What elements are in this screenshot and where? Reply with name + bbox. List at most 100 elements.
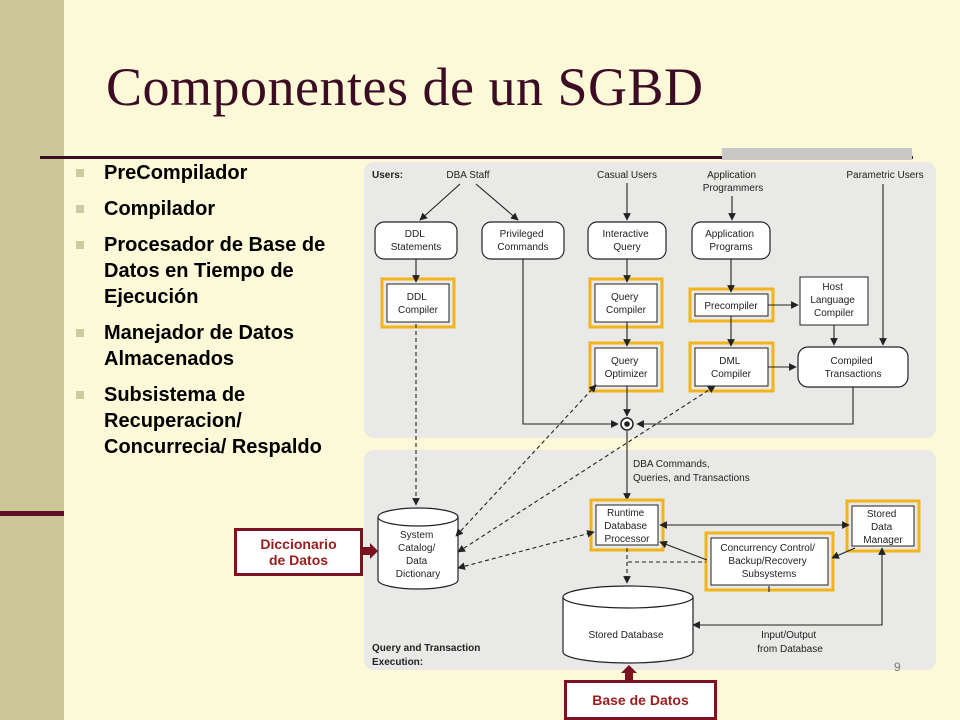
app-programmers-line: Application [707, 170, 756, 181]
text-line: Compiler [814, 308, 855, 319]
bullet-manejador: Manejador de Datos Almacenados [76, 320, 351, 372]
query-compiler-text: Query Compiler [606, 292, 647, 316]
diccionario-callout-text: Diccionario de Datos [260, 536, 336, 568]
application-programs-text: Application Programs [705, 229, 757, 253]
host-language-compiler-text: Host Language Compiler [810, 282, 857, 319]
text-line: Data [406, 556, 428, 567]
application-programs-box [691, 221, 771, 260]
diccionario-pointer-icon [361, 543, 378, 559]
text-line: Interactive [603, 229, 650, 240]
base-datos-callout-text: Base de Datos [592, 692, 689, 708]
privileged-commands-box [481, 221, 565, 260]
bullet-compilador: Compilador [76, 196, 351, 222]
text-line: Application [705, 229, 754, 240]
callout-line: Diccionario [260, 536, 337, 552]
bullet-label: Manejador de Datos Almacenados [104, 322, 295, 370]
casual-users-label: Casual Users [597, 170, 657, 181]
text-line: DDL [407, 292, 427, 303]
page-number: 9 [894, 660, 901, 674]
precompiler-text: Precompiler [704, 301, 758, 312]
title-underline [40, 156, 913, 159]
execution-label: Query and Transaction Execution: [372, 643, 483, 668]
text-line: Dictionary [396, 569, 440, 580]
interactive-query-box [587, 221, 667, 260]
ddl-compiler-text: DDL Compiler [398, 292, 439, 316]
ddl-statements-box [374, 221, 458, 260]
text-line: Stored [867, 509, 896, 520]
text-line: Compiler [398, 305, 439, 316]
users-label: Users: [372, 170, 403, 181]
text-line: Statements [391, 242, 442, 253]
text-line: Commands [497, 242, 548, 253]
bullet-label: PreCompilador [104, 162, 248, 184]
dml-compiler-box [694, 347, 769, 387]
text-line: Language [810, 295, 855, 306]
panel-top-band [722, 148, 912, 160]
bullet-square-icon [76, 169, 84, 177]
text-line: Transactions [825, 369, 882, 380]
bullet-label: Procesador de Base de Datos en Tiempo de… [104, 234, 326, 308]
host-language-compiler-box [799, 276, 869, 326]
text-line: Catalog/ [398, 543, 435, 554]
text-line: DDL [405, 229, 425, 240]
stored-data-manager-text: Stored Data Manager [863, 509, 903, 546]
app-programmers-label: Application Programmers [703, 170, 764, 194]
query-optimizer-box [594, 347, 658, 387]
text-line: Database [604, 521, 647, 532]
ddl-statements-text: DDL Statements [391, 229, 442, 253]
text-line: Query [611, 356, 638, 367]
bullet-square-icon [76, 391, 84, 399]
left-band-accent-bar [0, 511, 64, 516]
text-line: Data [871, 522, 893, 533]
dml-compiler-text: DML Compiler [711, 356, 752, 380]
compiled-transactions-box [797, 346, 909, 388]
runtime-processor-text: Runtime Database Processor [604, 508, 650, 545]
dashed-flow-arrows [412, 324, 716, 584]
text-line: System [400, 530, 433, 541]
bullet-label: Subsistema de Recuperacion/ Concurrecia/… [104, 384, 322, 458]
text-line: Manager [863, 535, 903, 546]
bullet-square-icon [76, 241, 84, 249]
text-line: Compiler [711, 369, 752, 380]
text-line: Programs [709, 242, 752, 253]
text-line: Backup/Recovery [728, 556, 806, 567]
left-decorative-band [0, 0, 64, 720]
text-line: Query [611, 292, 638, 303]
input-output-label: Input/Output from Database [757, 630, 823, 655]
query-optimizer-text: Query Optimizer [605, 356, 648, 380]
text-line: Optimizer [605, 369, 648, 380]
text-line: Concurrency Control/ [720, 543, 815, 554]
text-line: Query [613, 242, 640, 253]
stored-database-text: Stored Database [588, 630, 663, 641]
parametric-users-label: Parametric Users [846, 170, 923, 181]
text-line: from Database [757, 644, 823, 655]
system-catalog-text: System Catalog/ Data Dictionary [396, 530, 440, 580]
text-line: Runtime [607, 508, 645, 519]
base-datos-pointer-icon [621, 665, 637, 682]
ddl-compiler-box [386, 283, 450, 323]
bullet-precompilador: PreCompilador [76, 160, 351, 186]
system-catalog-cylinder [377, 517, 459, 590]
privileged-commands-text: Privileged Commands [497, 229, 548, 253]
system-catalog-cylinder-top [377, 507, 459, 527]
text-line: Compiler [606, 305, 647, 316]
text-line: DBA Commands, [633, 459, 710, 470]
bullet-square-icon [76, 329, 84, 337]
text-line: Processor [604, 534, 650, 545]
text-line: Subsystems [742, 569, 796, 580]
slide-title: Componentes de un SGBD [106, 57, 704, 117]
query-compiler-box [594, 283, 658, 323]
text-line: Execution: [372, 657, 423, 668]
text-line: DML [719, 356, 741, 367]
stored-data-manager-box [851, 505, 915, 547]
callout-line: de Datos [268, 552, 329, 568]
compiled-transactions-text: Compiled Transactions [825, 356, 882, 380]
bullet-label: Compilador [104, 198, 216, 220]
diccionario-callout: Diccionario de Datos [234, 528, 363, 576]
text-line: Input/Output [761, 630, 816, 641]
stored-database-cylinder [562, 597, 694, 664]
base-datos-callout: Base de Datos [564, 680, 717, 720]
component-list: PreCompilador Compilador Procesador de B… [76, 160, 351, 470]
text-line: Host [822, 282, 843, 293]
